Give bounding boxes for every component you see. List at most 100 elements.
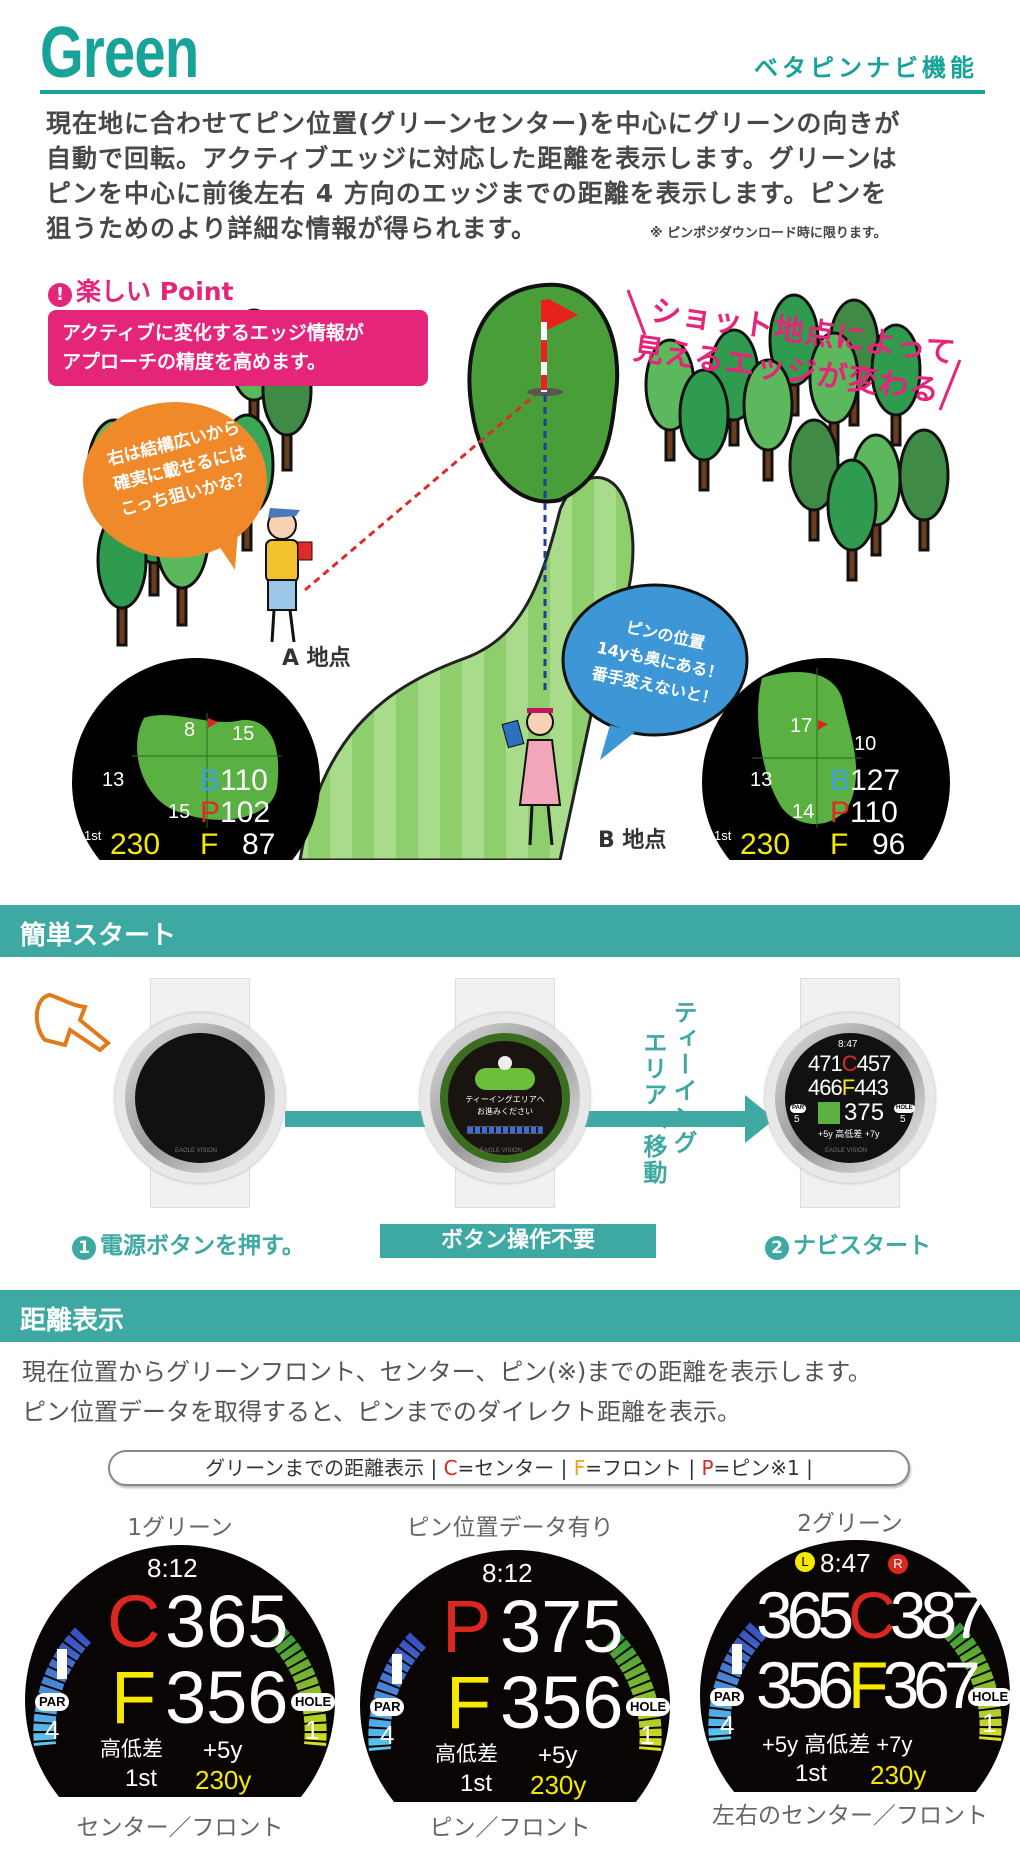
point-heading: !楽しい Point: [48, 272, 234, 308]
edge-left: 13: [102, 769, 125, 791]
display-heading: 2グリーン: [797, 1511, 903, 1537]
shot-distance: 230y: [195, 1765, 252, 1795]
par-value: 5: [794, 1114, 800, 1125]
pin-distance: 110: [850, 796, 898, 829]
golfer-a-figure: [265, 508, 313, 643]
front-distance: 356: [165, 1656, 289, 1739]
mini-display-b: 17 10 13 14 B127 P110 1st 230 F 96: [702, 658, 950, 860]
front-label: F: [841, 1075, 855, 1100]
edge-right: 15: [232, 723, 255, 745]
point-title: 楽しい Point: [76, 277, 234, 306]
section-quickstart-header: 簡単スタート: [0, 905, 1020, 957]
description-line: ピン位置データを取得すると、ピンまでのダイレクト距離を表示。: [22, 1398, 742, 1426]
pointing-hand-icon: [34, 992, 112, 1053]
shot-label: 1st: [714, 828, 732, 843]
spot-a-label: A 地点: [282, 646, 351, 671]
elevation-label: 高低差: [435, 1743, 498, 1766]
par-value: 4: [45, 1715, 60, 1745]
watch-teeing-screen: ティーイングエリアへ お進みください EAGLE VISION: [415, 978, 595, 1208]
edge-front: 14: [792, 801, 815, 823]
pin-label: P: [830, 796, 851, 829]
step-number-icon: 2: [765, 1236, 789, 1260]
brand-label: EAGLE VISION: [825, 1148, 868, 1154]
intro-line: 現在地に合わせてピン位置(グリーンセンター)を中心にグリーンの向きが: [46, 109, 901, 138]
display-heading: ピン位置データ有り: [406, 1515, 614, 1541]
front-distance: 87: [242, 828, 276, 860]
hole-map-icon: [818, 1102, 840, 1124]
hole-badge: HOLE: [894, 1104, 915, 1113]
par-badge: PAR: [370, 1698, 405, 1717]
back-distance: 127: [850, 764, 901, 797]
legend-c: C: [443, 1456, 458, 1480]
hole-value: 5: [900, 1114, 906, 1125]
edge-back: 17: [790, 715, 813, 737]
par-badge: PAR: [35, 1693, 70, 1712]
display-two-greens: L 8:47 R 365C387 356F367 PAR 4 HOLE 1 +5…: [700, 1540, 1010, 1792]
distance-description: 現在位置からグリーンフロント、センター、ピン(※)までの距離を表示します。 ピン…: [22, 1352, 872, 1432]
front-label: F: [848, 1648, 888, 1722]
hole-value: 1: [640, 1720, 655, 1750]
step-text: 電源ボタンを押す。: [100, 1233, 305, 1259]
center-distance: 365: [165, 1580, 289, 1663]
mini-display-a: 8 15 13 15 B110 P102 1st 230 F 87: [72, 658, 320, 860]
front-distance: 356: [500, 1661, 624, 1744]
center-label: C: [107, 1580, 161, 1663]
center-label: C: [848, 1578, 896, 1652]
shot-distance: 230y: [530, 1770, 587, 1800]
page-title: Green: [40, 13, 199, 93]
no-button-needed-label: ボタン操作不要: [380, 1224, 656, 1258]
battery-icon: [732, 1644, 742, 1674]
elevation: +5y 高低差 +7y: [818, 1129, 880, 1139]
front-label: F: [446, 1661, 492, 1744]
intro-line: ピンを中心に前後左右 4 方向のエッジまでの距離を表示します。ピンを: [46, 179, 888, 208]
center-label: C: [841, 1051, 858, 1076]
elevation-label: 高低差: [100, 1738, 163, 1761]
display-one-green: 8:12 C 365 F 356 PAR 4 HOLE 1 高低差 +5y 1s…: [25, 1545, 335, 1797]
point-box: アクティブに変化するエッジ情報が アプローチの精度を高めます。: [48, 310, 428, 386]
left-front-distance: 356: [756, 1648, 854, 1722]
step-text: ナビスタート: [793, 1233, 931, 1259]
display-pin-data: 8:12 P 375 F 356 PAR 4 HOLE 1 高低差 +5y 1s…: [360, 1550, 670, 1802]
tee-screen-line: お進みください: [477, 1107, 533, 1116]
hole-value: 1: [982, 1708, 997, 1738]
hole-badge: HOLE: [291, 1693, 335, 1712]
spot-b-label: B 地点: [598, 828, 667, 853]
shot-distance: 230y: [870, 1760, 927, 1790]
par-value: 4: [380, 1720, 395, 1750]
speech-bubble-b: [561, 583, 749, 737]
left-green-badge: L: [795, 1552, 815, 1572]
edge-left: 13: [750, 769, 773, 791]
right-distance: 443: [854, 1075, 889, 1100]
par-badge: PAR: [710, 1688, 745, 1707]
edge-right: 10: [854, 733, 877, 755]
legend-pill: グリーンまでの距離表示 | C=センター | F=フロント | P=ピン※1 |: [108, 1450, 910, 1486]
shot-label: 1st: [125, 1765, 158, 1792]
legend-f-text: =フロント |: [585, 1456, 702, 1480]
footnote: ※ ピンポジダウンロード時に限ります。: [650, 226, 887, 241]
legend-lead: グリーンまでの距離表示 |: [205, 1456, 444, 1480]
battery-icon: [57, 1649, 67, 1679]
front-label: F: [111, 1656, 157, 1739]
pin-distance: 375: [500, 1585, 624, 1668]
shot-label: 1st: [795, 1760, 828, 1787]
speech-bubble-a: [83, 402, 267, 558]
display-heading: 1グリーン: [127, 1515, 233, 1541]
flag-icon: [547, 298, 578, 330]
intro-text: 現在地に合わせてピン位置(グリーンセンター)を中心にグリーンの向きが 自動で回転…: [46, 106, 900, 246]
legend-f: F: [573, 1456, 586, 1480]
pin-label: P: [442, 1585, 492, 1668]
pin-label: P: [200, 796, 221, 829]
elevation: +5y 高低差 +7y: [762, 1732, 913, 1757]
step-number-icon: 1: [72, 1236, 96, 1260]
watch-navi-screen: 8:47 471C457 466F443 PAR 5 375 HOLE 5 +5…: [760, 978, 940, 1208]
hole-badge: HOLE: [968, 1688, 1010, 1707]
course-illustration: [83, 282, 962, 860]
par-value: 4: [720, 1710, 735, 1740]
hole-value: 1: [305, 1715, 320, 1745]
page-subtitle: ベタピンナビ機能: [754, 54, 978, 82]
clock: 8:12: [147, 1553, 198, 1583]
right-center-distance: 387: [889, 1578, 988, 1652]
legend-c-text: =センター |: [457, 1456, 574, 1480]
front-label: F: [200, 828, 219, 860]
